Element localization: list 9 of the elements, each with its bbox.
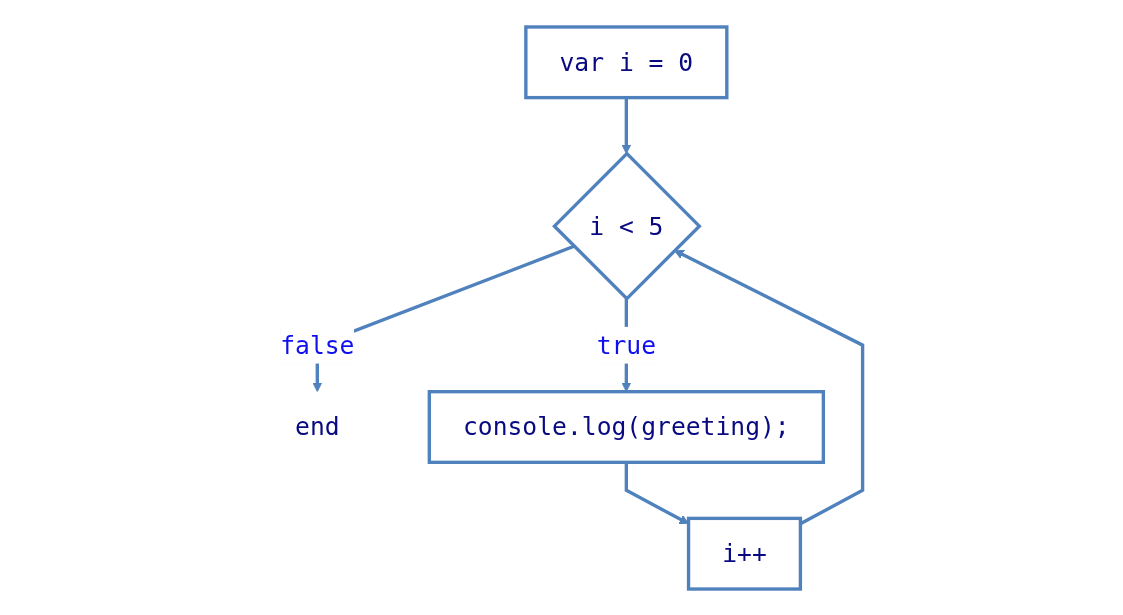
node-diamond: i < 5 [551, 150, 702, 301]
node-box: console.log(greeting); [427, 389, 825, 464]
edge-label: false [279, 330, 354, 359]
node-box: i++ [686, 516, 802, 591]
node-box: var i = 0 [523, 24, 728, 99]
arrow [673, 249, 864, 525]
edge-label: true [596, 330, 656, 359]
arrow [620, 97, 631, 154]
node-text: end [294, 412, 340, 441]
